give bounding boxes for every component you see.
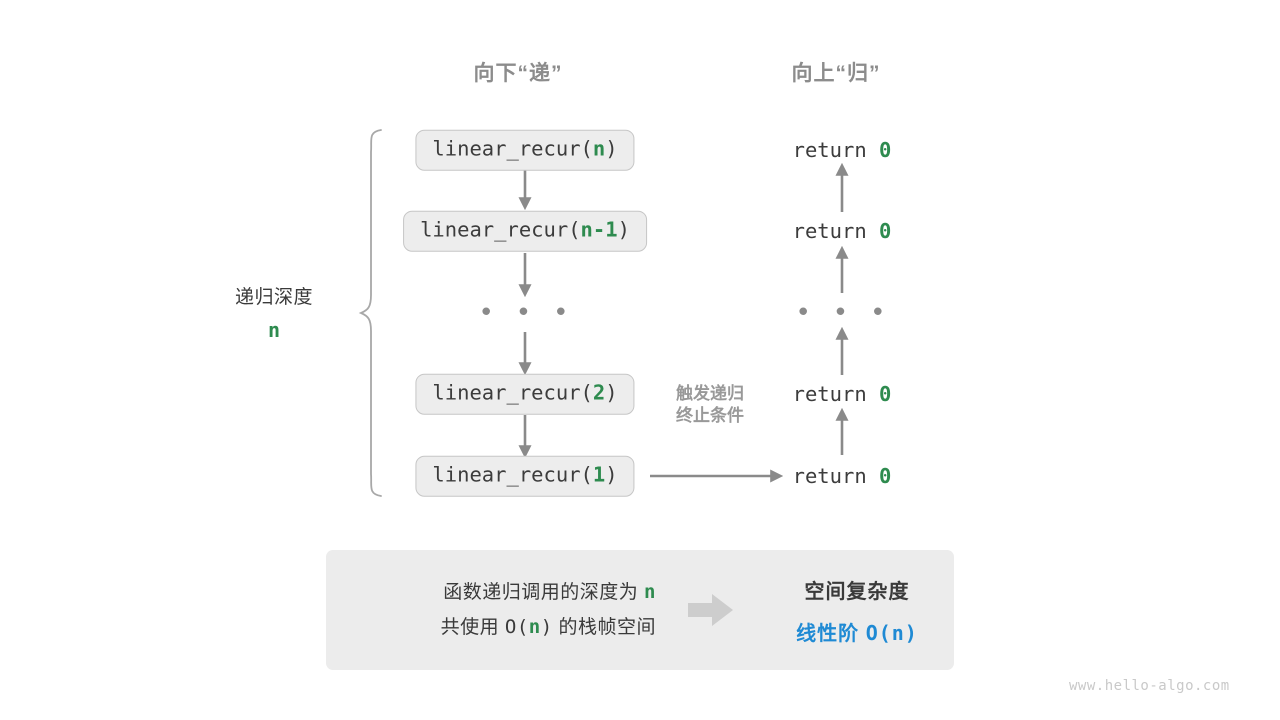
summary-line-2: 共使用 O(n) 的栈帧空间 [326, 610, 656, 645]
return-label-2: return 0 [793, 382, 892, 406]
column-header-down: 向下“递” [473, 62, 563, 85]
recursion-depth-label: 递归深度 [234, 287, 314, 308]
summary-panel: 函数递归调用的深度为 n 共使用 O(n) 的栈帧空间 空间复杂度 线性阶 O(… [326, 550, 954, 670]
summary-line-2-suffix: 的栈帧空间 [558, 617, 656, 638]
call-box-1: linear_recur(n-1) [403, 210, 647, 252]
summary-right-text: 空间复杂度 线性阶 O(n) [760, 575, 954, 646]
ellipsis-right: • • • [795, 298, 889, 328]
summary-line-1-value: n [644, 580, 656, 603]
complexity-value-notation: O(n) [865, 620, 918, 645]
base-case-note: 触发递归 终止条件 [676, 383, 744, 428]
right-arrow-icon [688, 594, 733, 626]
complexity-title: 空间复杂度 [804, 580, 910, 603]
return-value-1: 0 [879, 219, 892, 243]
call-box-3-prefix: linear_recur( [432, 462, 593, 487]
base-case-note-line1: 触发递归 [676, 384, 744, 403]
return-keyword-0: return [792, 138, 867, 162]
summary-line-1: 函数递归调用的深度为 n [326, 575, 656, 610]
return-value-2: 0 [879, 382, 892, 406]
complexity-value: 线性阶 O(n) [760, 617, 954, 646]
call-box-0: linear_recur(n) [415, 129, 635, 171]
call-box-3: linear_recur(1) [415, 455, 635, 497]
call-box-2-arg: 2 [592, 380, 606, 405]
summary-line-2-bigo-open: O( [504, 616, 529, 638]
ellipsis-left: • • • [478, 298, 572, 328]
call-box-2: linear_recur(2) [415, 373, 635, 415]
call-box-1-arg: n-1 [580, 217, 618, 242]
summary-left-text: 函数递归调用的深度为 n 共使用 O(n) 的栈帧空间 [326, 575, 662, 645]
return-label-0: return 0 [793, 138, 892, 162]
summary-line-1-text: 函数递归调用的深度为 [443, 581, 639, 603]
summary-line-2-value: n [528, 616, 541, 638]
call-box-1-suffix: ) [617, 217, 630, 242]
base-case-note-line2: 终止条件 [676, 406, 744, 426]
depth-brace [358, 129, 382, 497]
return-keyword-3: return [792, 464, 867, 488]
call-box-2-prefix: linear_recur( [432, 380, 593, 405]
call-box-1-prefix: linear_recur( [420, 217, 581, 242]
summary-arrow-wrap [662, 593, 760, 627]
call-box-2-suffix: ) [605, 380, 618, 405]
summary-line-2-prefix: 共使用 [440, 617, 500, 638]
recursion-depth-value: n [267, 318, 281, 342]
return-keyword-1: return [792, 219, 867, 243]
return-value-0: 0 [879, 138, 892, 162]
call-box-3-suffix: ) [605, 462, 618, 487]
complexity-value-label: 线性阶 [796, 622, 860, 645]
return-keyword-2: return [792, 382, 867, 406]
return-value-3: 0 [879, 464, 892, 488]
return-label-3: return 0 [793, 464, 892, 488]
column-header-up: 向上“归” [791, 62, 881, 85]
call-box-3-arg: 1 [592, 462, 606, 487]
call-box-0-suffix: ) [605, 136, 618, 161]
call-box-0-prefix: linear_recur( [432, 136, 593, 161]
summary-line-2-bigo-close: ) [540, 616, 553, 638]
recursion-depth-note: 递归深度 n [235, 282, 313, 342]
watermark: www.hello-algo.com [1069, 678, 1230, 694]
return-label-1: return 0 [793, 219, 892, 243]
call-box-0-arg: n [592, 136, 606, 161]
